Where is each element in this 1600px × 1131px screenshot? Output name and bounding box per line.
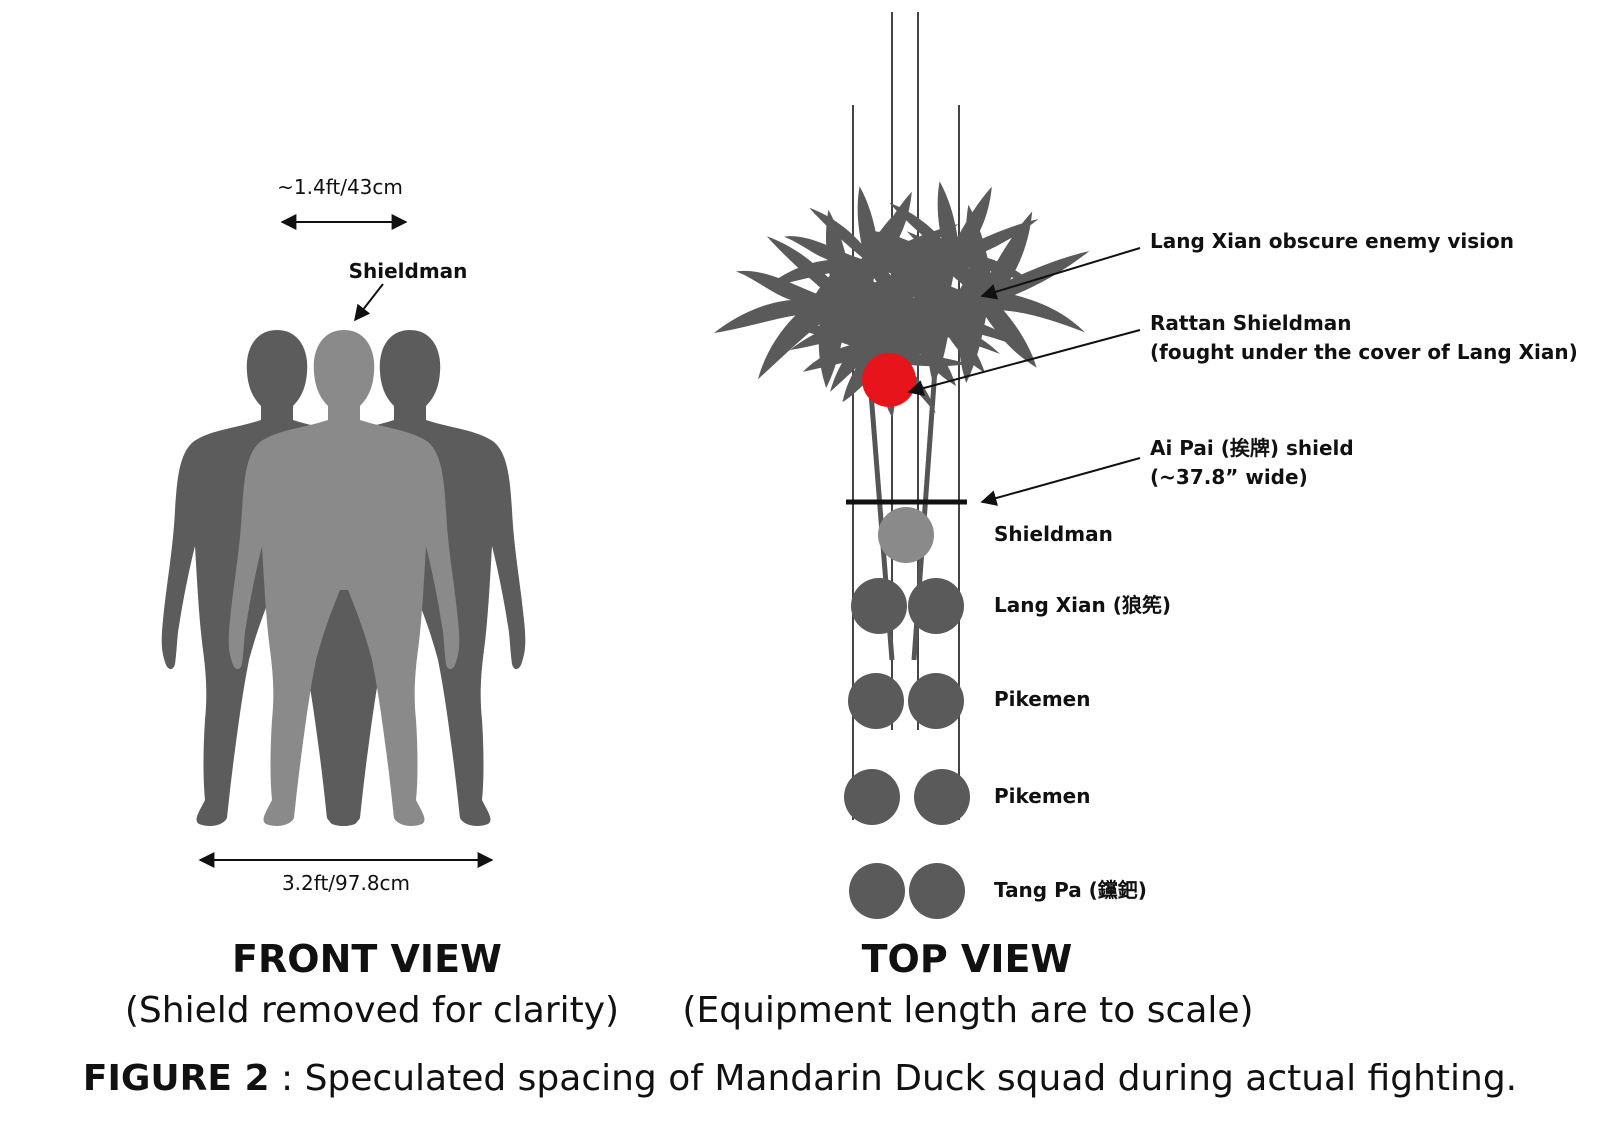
front-shieldman-label: Shieldman <box>349 259 468 283</box>
row-label-tang-pa: Tang Pa (钂鈀) <box>994 878 1147 902</box>
pikeman-marker-1-left <box>848 673 904 729</box>
annotation-rattan-line1: Rattan Shieldman <box>1150 311 1352 335</box>
lang-xian-foliage <box>714 181 1090 448</box>
figure-caption-text: : Speculated spacing of Mandarin Duck sq… <box>270 1058 1518 1099</box>
annotation-rattan-line2: (fought under the cover of Lang Xian) <box>1150 340 1578 364</box>
shieldman-marker <box>878 507 934 563</box>
top-view-subtitle: (Equipment length are to scale) <box>682 990 1253 1031</box>
annotation-ai-pai-line2: (~37.8” wide) <box>1150 465 1308 489</box>
tang-pa-marker-right <box>909 863 965 919</box>
lang-xian-marker-right <box>908 578 964 634</box>
top-view: Shieldman Lang Xian (狼筅) Pikemen Pikemen… <box>682 12 1578 1031</box>
front-shieldman-arrow <box>354 283 384 322</box>
figure-caption-prefix: FIGURE 2 <box>83 1058 270 1099</box>
annotation-ai-pai-line1: Ai Pai (挨牌) shield <box>1150 436 1354 460</box>
front-view-title: FRONT VIEW <box>232 937 502 981</box>
rattan-shieldman-marker <box>862 353 916 407</box>
figure-caption: FIGURE 2 : Speculated spacing of Mandari… <box>83 1058 1517 1099</box>
row-label-pikemen-1: Pikemen <box>994 687 1090 711</box>
formation-members <box>844 507 970 919</box>
row-label-lang-xian: Lang Xian (狼筅) <box>994 593 1171 617</box>
tang-pa-marker-left <box>849 863 905 919</box>
front-view-subtitle: (Shield removed for clarity) <box>125 990 619 1031</box>
annotation-ai-pai-arrow <box>980 457 1141 506</box>
front-width-bottom-label: 3.2ft/97.8cm <box>282 871 410 895</box>
annotation-lang-xian-arrow <box>980 247 1141 300</box>
front-view: ~1.4ft/43cm Shieldman 3.2ft/97.8cm FRONT… <box>125 175 619 1031</box>
annotation-lang-xian-obscure: Lang Xian obscure enemy vision <box>1150 229 1514 253</box>
top-view-title: TOP VIEW <box>862 937 1073 981</box>
row-label-pikemen-2: Pikemen <box>994 784 1090 808</box>
row-label-shieldman: Shieldman <box>994 522 1113 546</box>
annotation-rattan-arrow <box>907 329 1141 396</box>
front-width-top-label: ~1.4ft/43cm <box>277 175 403 199</box>
pikeman-marker-2-left <box>844 769 900 825</box>
pikeman-marker-1-right <box>908 673 964 729</box>
pikeman-marker-2-right <box>914 769 970 825</box>
lang-xian-marker-left <box>851 578 907 634</box>
